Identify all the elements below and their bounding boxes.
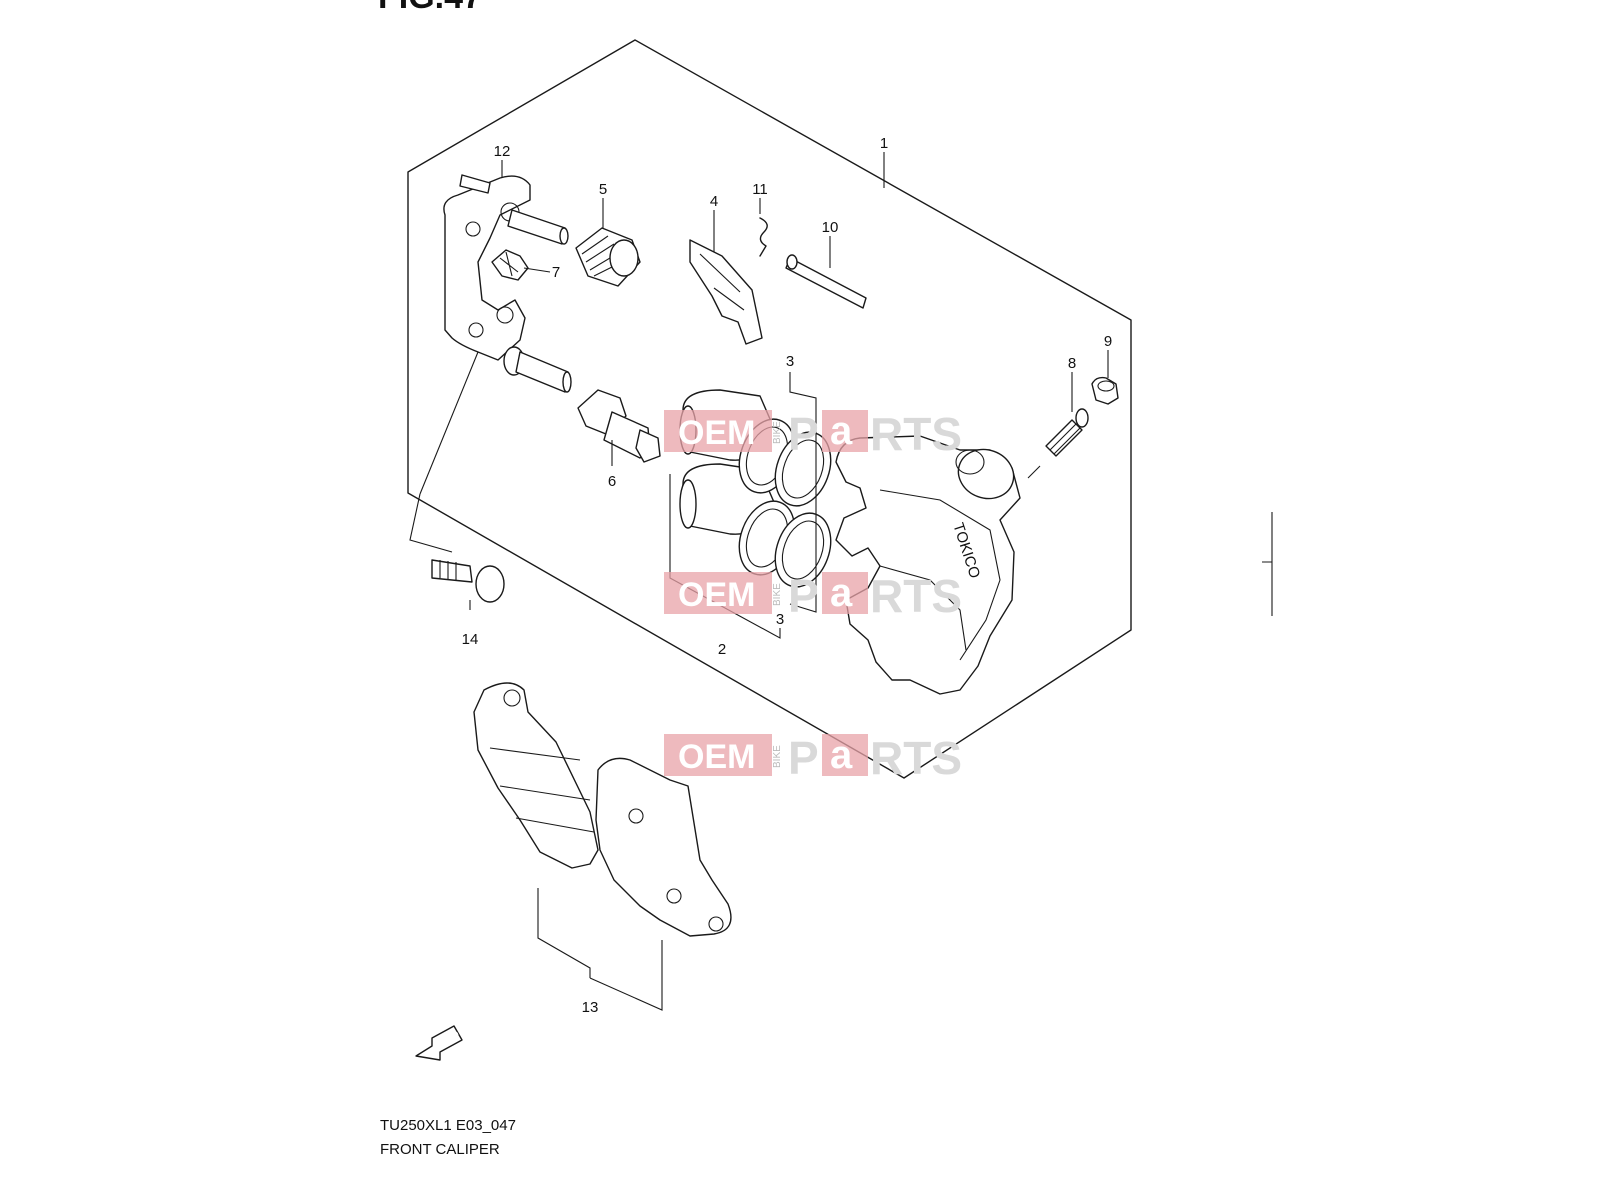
model-code: TU250XL1 E03_047 [380, 1117, 516, 1134]
svg-text:OEM: OEM [678, 414, 755, 452]
callout-5: 5 [599, 181, 607, 198]
pad-pin-clip [759, 217, 768, 257]
lower-slide-pin [503, 346, 572, 393]
watermark-3: OEM BIKE P a RTS [664, 732, 962, 784]
callout-12: 12 [494, 143, 511, 160]
callout-6: 6 [608, 473, 616, 490]
brake-pads [473, 682, 732, 937]
caliper-body: TOKICO [835, 435, 1021, 695]
forward-arrow: FWD [415, 1025, 463, 1061]
svg-text:BIKE: BIKE [772, 421, 783, 444]
callout-4: 4 [710, 193, 718, 210]
svg-text:BIKE: BIKE [772, 583, 783, 606]
callout-1: 1 [880, 135, 888, 152]
piston-seals [738, 418, 832, 588]
svg-text:OEM: OEM [678, 576, 755, 614]
svg-text:BIKE: BIKE [772, 745, 783, 768]
pad-spring [689, 239, 763, 345]
svg-text:RTS: RTS [870, 570, 962, 622]
pad-spring-clip [491, 249, 529, 281]
assembly-outline [407, 39, 1132, 779]
svg-text:P: P [788, 408, 819, 460]
svg-text:RTS: RTS [870, 408, 962, 460]
callout-3-lower: 3 [776, 611, 784, 628]
pin-boot-upper [575, 227, 641, 287]
callout-8: 8 [1068, 355, 1076, 372]
svg-text:RTS: RTS [870, 732, 962, 784]
callout-13: 13 [582, 999, 599, 1016]
bleeder-valve [1045, 408, 1089, 457]
diagram-title: FRONT CALIPER [380, 1141, 500, 1158]
bleeder-cap [1091, 376, 1119, 405]
pin-boot-lower [577, 389, 661, 463]
caliper-bracket [443, 174, 569, 361]
svg-text:OEM: OEM [678, 738, 755, 776]
leader-lines [409, 152, 1273, 1011]
callout-2: 2 [718, 641, 726, 658]
callout-14: 14 [462, 631, 479, 648]
svg-text:a: a [830, 409, 853, 453]
bracket-bolt [431, 559, 505, 603]
svg-text:P: P [788, 570, 819, 622]
callout-11: 11 [752, 181, 768, 198]
svg-text:a: a [830, 733, 853, 777]
callout-7: 7 [552, 264, 560, 281]
figure-label: FIG.47 [378, 0, 482, 17]
callout-3-upper: 3 [786, 353, 794, 370]
watermark-2: OEM BIKE P a RTS [664, 570, 962, 622]
svg-text:P: P [788, 732, 819, 784]
callout-9: 9 [1104, 333, 1112, 350]
pad-pin [785, 254, 867, 309]
svg-text:a: a [830, 571, 853, 615]
watermark-1: OEM BIKE P a RTS [664, 408, 962, 460]
callout-10: 10 [822, 219, 839, 236]
